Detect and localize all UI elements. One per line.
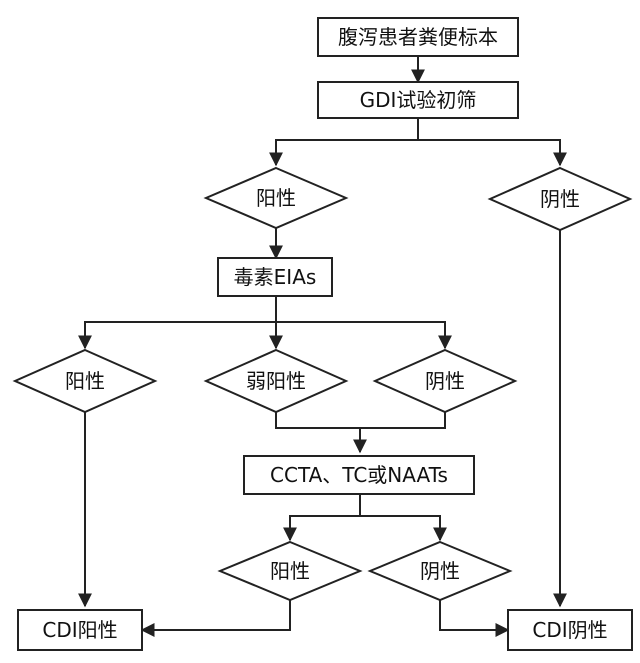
edge-confirm-split-right (360, 515, 447, 542)
node-confirm: CCTA、TC或NAATs (243, 455, 475, 495)
decision-eia-neg-label: 阴性 (425, 369, 465, 393)
decision-gdi-pos: 阳性 (203, 166, 349, 230)
node-gdi: GDI试验初筛 (317, 81, 519, 119)
edge-gdi-neg (418, 139, 567, 167)
decision-confirm-pos-label: 阳性 (270, 559, 310, 583)
decision-gdi-neg-label: 阴性 (540, 187, 580, 211)
node-cdi-pos: CDI阳性 (17, 609, 143, 651)
decision-gdi-neg: 阴性 (487, 166, 633, 232)
decision-eia-weak: 弱阳性 (203, 348, 349, 414)
decision-eia-pos-label: 阳性 (65, 369, 105, 393)
decision-confirm-neg: 阴性 (367, 540, 513, 602)
edge-eia-split-right (276, 321, 452, 350)
decision-confirm-neg-label: 阴性 (420, 559, 460, 583)
node-gdi-label: GDI试验初筛 (360, 88, 477, 112)
node-eia-label: 毒素EIAs (234, 265, 317, 289)
node-cdi-pos-label: CDI阳性 (42, 618, 117, 642)
node-cdi-neg: CDI阴性 (507, 609, 633, 651)
edge-confirm-pos-cdi (140, 600, 291, 637)
decision-eia-neg: 阴性 (372, 348, 518, 414)
node-cdi-neg-label: CDI阴性 (532, 618, 607, 642)
edge-eia-split-left (78, 296, 277, 350)
connectors (78, 56, 567, 637)
edge-weak-neg-join (275, 412, 446, 429)
decision-gdi-pos-label: 阳性 (256, 186, 296, 210)
decision-eia-pos: 阳性 (12, 348, 158, 414)
decision-eia-weak-label: 弱阳性 (246, 369, 306, 393)
node-sample-label: 腹泻患者粪便标本 (338, 25, 498, 49)
decision-confirm-pos: 阳性 (217, 540, 363, 602)
node-sample: 腹泻患者粪便标本 (317, 17, 519, 57)
edge-confirm-split-left (283, 494, 361, 542)
edge-confirm-neg-cdi (439, 600, 510, 637)
node-confirm-label: CCTA、TC或NAATs (270, 463, 448, 487)
node-eia: 毒素EIAs (217, 257, 333, 297)
edge-gdi-split (269, 118, 419, 167)
